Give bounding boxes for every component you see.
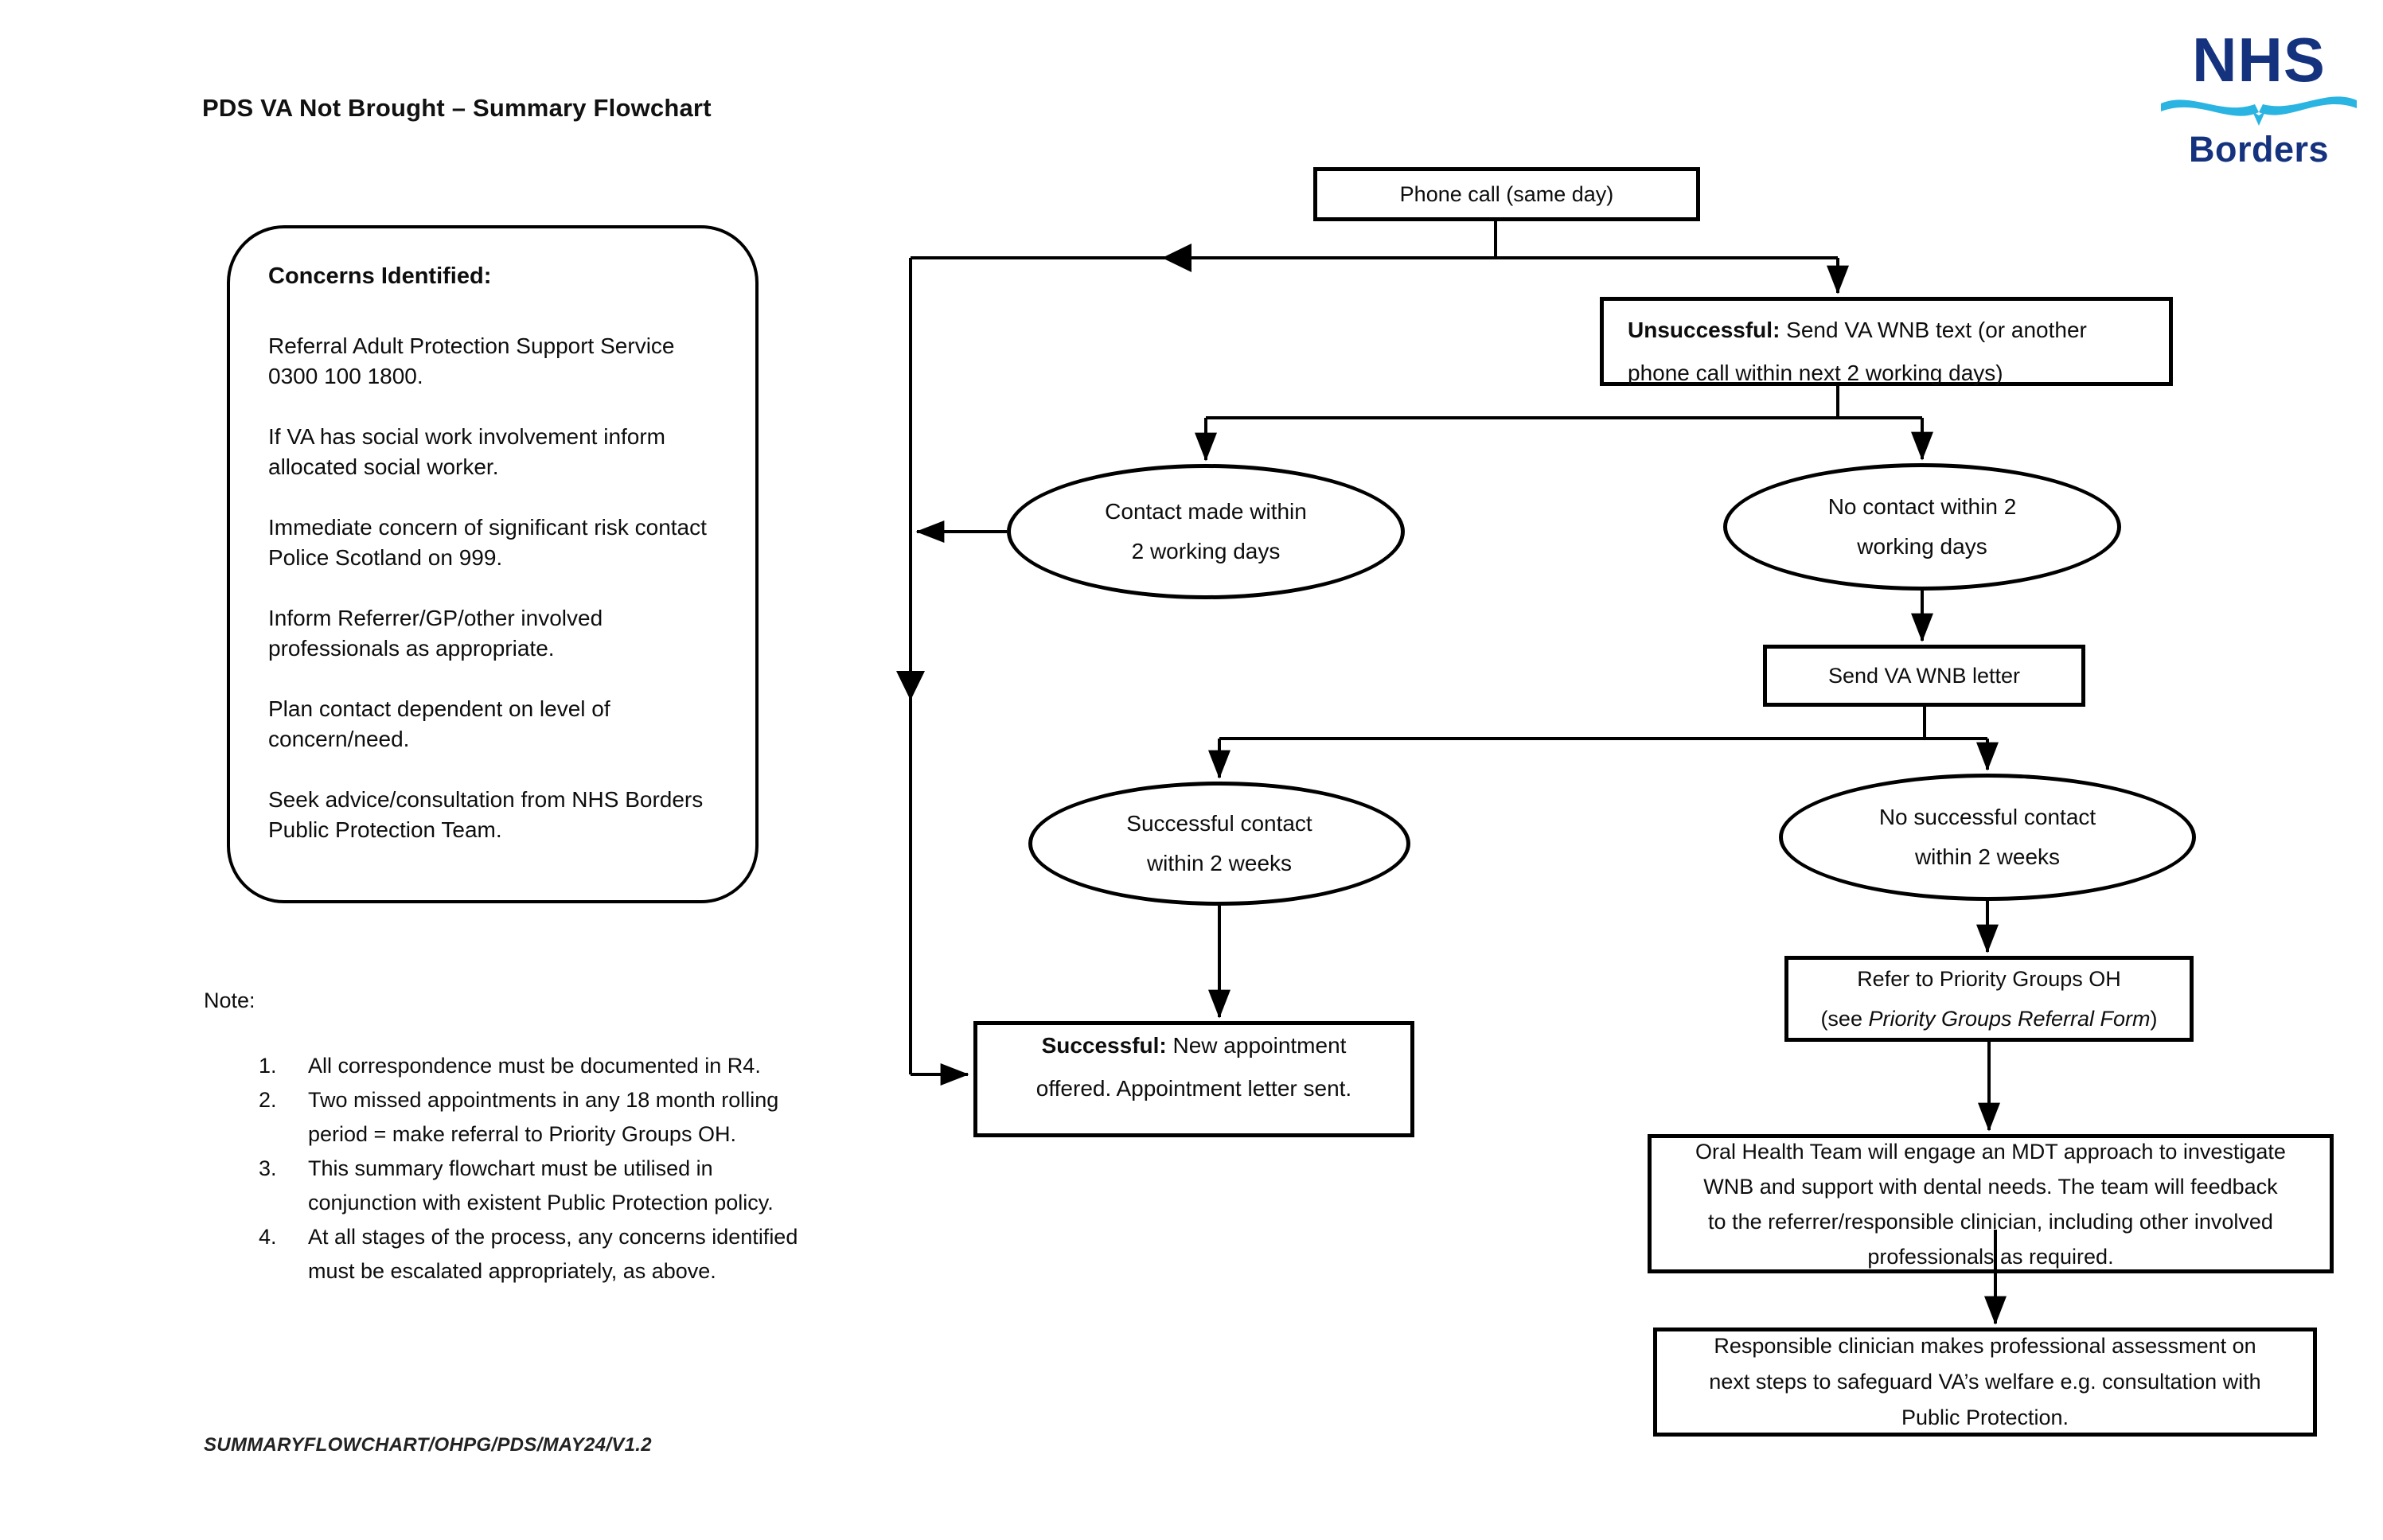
node-label: phone call within next 2 working days) — [1628, 361, 2003, 385]
node-label: offered. Appointment letter sent. — [1035, 1076, 1352, 1101]
note-item: 2. Two missed appointments in any 18 mon… — [259, 1083, 864, 1152]
node-label-bold: Successful: — [1041, 1033, 1167, 1058]
note-heading: Note: — [204, 988, 255, 1012]
nhs-swoosh-icon — [2161, 96, 2357, 126]
concerns-panel: Concerns Identified: Referral Adult Prot… — [227, 225, 759, 903]
concerns-paragraph: Seek advice/consultation from NHS Border… — [268, 787, 704, 842]
node-label: ) — [2150, 1007, 2158, 1031]
concerns-heading: Concerns Identified: — [268, 263, 492, 289]
note-item-number: 1. — [259, 1054, 277, 1078]
node-label: professionals as required. — [1867, 1244, 2114, 1269]
node-label: No successful contact — [1878, 805, 2096, 829]
note-item-text: At all stages of the process, any concer… — [308, 1225, 798, 1249]
node-label: 2 working days — [1131, 539, 1281, 563]
note-item-text: This summary flowchart must be utilised … — [308, 1156, 713, 1180]
document-reference: SUMMARYFLOWCHART/OHPG/PDS/MAY24/V1.2 — [204, 1434, 652, 1456]
concerns-paragraph: Referral Adult Protection Support Servic… — [268, 333, 675, 388]
arrow-left-icon — [1162, 244, 1192, 272]
node-label: Oral Health Team will engage an MDT appr… — [1695, 1139, 2286, 1164]
node-refer-priority-groups: Refer to Priority Groups OH (see Priorit… — [1784, 956, 2194, 1042]
node-label: Phone call (same day) — [1399, 181, 1614, 206]
concerns-paragraph: Plan contact dependent on level of conce… — [268, 696, 610, 751]
node-contact-made: Contact made within 2 working days — [1007, 464, 1405, 599]
concerns-paragraph: Immediate concern of significant risk co… — [268, 515, 707, 570]
node-label: Refer to Priority Groups OH — [1857, 967, 2121, 991]
note-item-text: Two missed appointments in any 18 month … — [308, 1088, 779, 1112]
node-label: (see — [1820, 1007, 1869, 1031]
node-no-successful-contact: No successful contact within 2 weeks — [1779, 774, 2196, 901]
node-successful-appointment: Successful: New appointment offered. App… — [973, 1021, 1414, 1137]
node-label: working days — [1857, 534, 1987, 559]
node-label: Send VA WNB text (or another — [1780, 318, 2087, 342]
node-label: Send VA WNB letter — [1827, 663, 2021, 688]
nhs-logo-text: NHS — [2192, 25, 2326, 95]
note-item: 4. At all stages of the process, any con… — [259, 1220, 864, 1289]
note-item-number: 3. — [259, 1156, 277, 1180]
node-phone-call: Phone call (same day) — [1313, 167, 1700, 221]
nhs-borders-logo: NHS Borders — [2154, 25, 2364, 170]
node-label-bold: Unsuccessful: — [1628, 318, 1780, 342]
node-label: Responsible clinician makes professional… — [1714, 1334, 2256, 1358]
arrow-down-icon — [896, 671, 925, 700]
node-label: No contact within 2 — [1827, 494, 2017, 519]
note-item-number: 4. — [259, 1225, 277, 1249]
note-list: 1. All correspondence must be documented… — [259, 1049, 864, 1289]
concerns-paragraph: Inform Referrer/GP/other involved profes… — [268, 606, 603, 661]
node-responsible-clinician: Responsible clinician makes professional… — [1653, 1328, 2317, 1437]
note-item-text: must be escalated appropriately, as abov… — [308, 1259, 716, 1283]
page-title: PDS VA Not Brought – Summary Flowchart — [202, 94, 712, 122]
node-no-contact: No contact within 2 working days — [1723, 463, 2121, 591]
node-label: WNB and support with dental needs. The t… — [1703, 1174, 2278, 1199]
node-label-italic: Priority Groups Referral Form — [1868, 1007, 2151, 1031]
note-item-text: All correspondence must be documented in… — [308, 1054, 761, 1078]
nhs-region-text: Borders — [2188, 129, 2330, 170]
node-label: Contact made within — [1105, 499, 1307, 524]
node-unsuccessful-text: Unsuccessful: Send VA WNB text (or anoth… — [1600, 297, 2173, 386]
node-label: within 2 weeks — [1146, 851, 1293, 875]
note-item-text: period = make referral to Priority Group… — [308, 1122, 736, 1146]
note-item: 1. All correspondence must be documented… — [259, 1049, 864, 1083]
node-label: Successful contact — [1126, 811, 1312, 836]
note-item-number: 2. — [259, 1088, 277, 1112]
note-item: 3. This summary flowchart must be utilis… — [259, 1152, 864, 1220]
concerns-paragraph: If VA has social work involvement inform… — [268, 424, 666, 479]
node-send-letter: Send VA WNB letter — [1763, 645, 2085, 707]
node-label: next steps to safeguard VA’s welfare e.g… — [1709, 1370, 2261, 1394]
node-label: within 2 weeks — [1914, 844, 2061, 869]
node-label: New appointment — [1166, 1033, 1347, 1058]
note-item-text: conjunction with existent Public Protect… — [308, 1191, 774, 1214]
node-successful-contact: Successful contact within 2 weeks — [1028, 782, 1410, 906]
node-label: to the referrer/responsible clinician, i… — [1708, 1209, 2273, 1234]
node-label: Public Protection. — [1901, 1405, 2069, 1429]
node-oral-health-team: Oral Health Team will engage an MDT appr… — [1648, 1134, 2334, 1273]
